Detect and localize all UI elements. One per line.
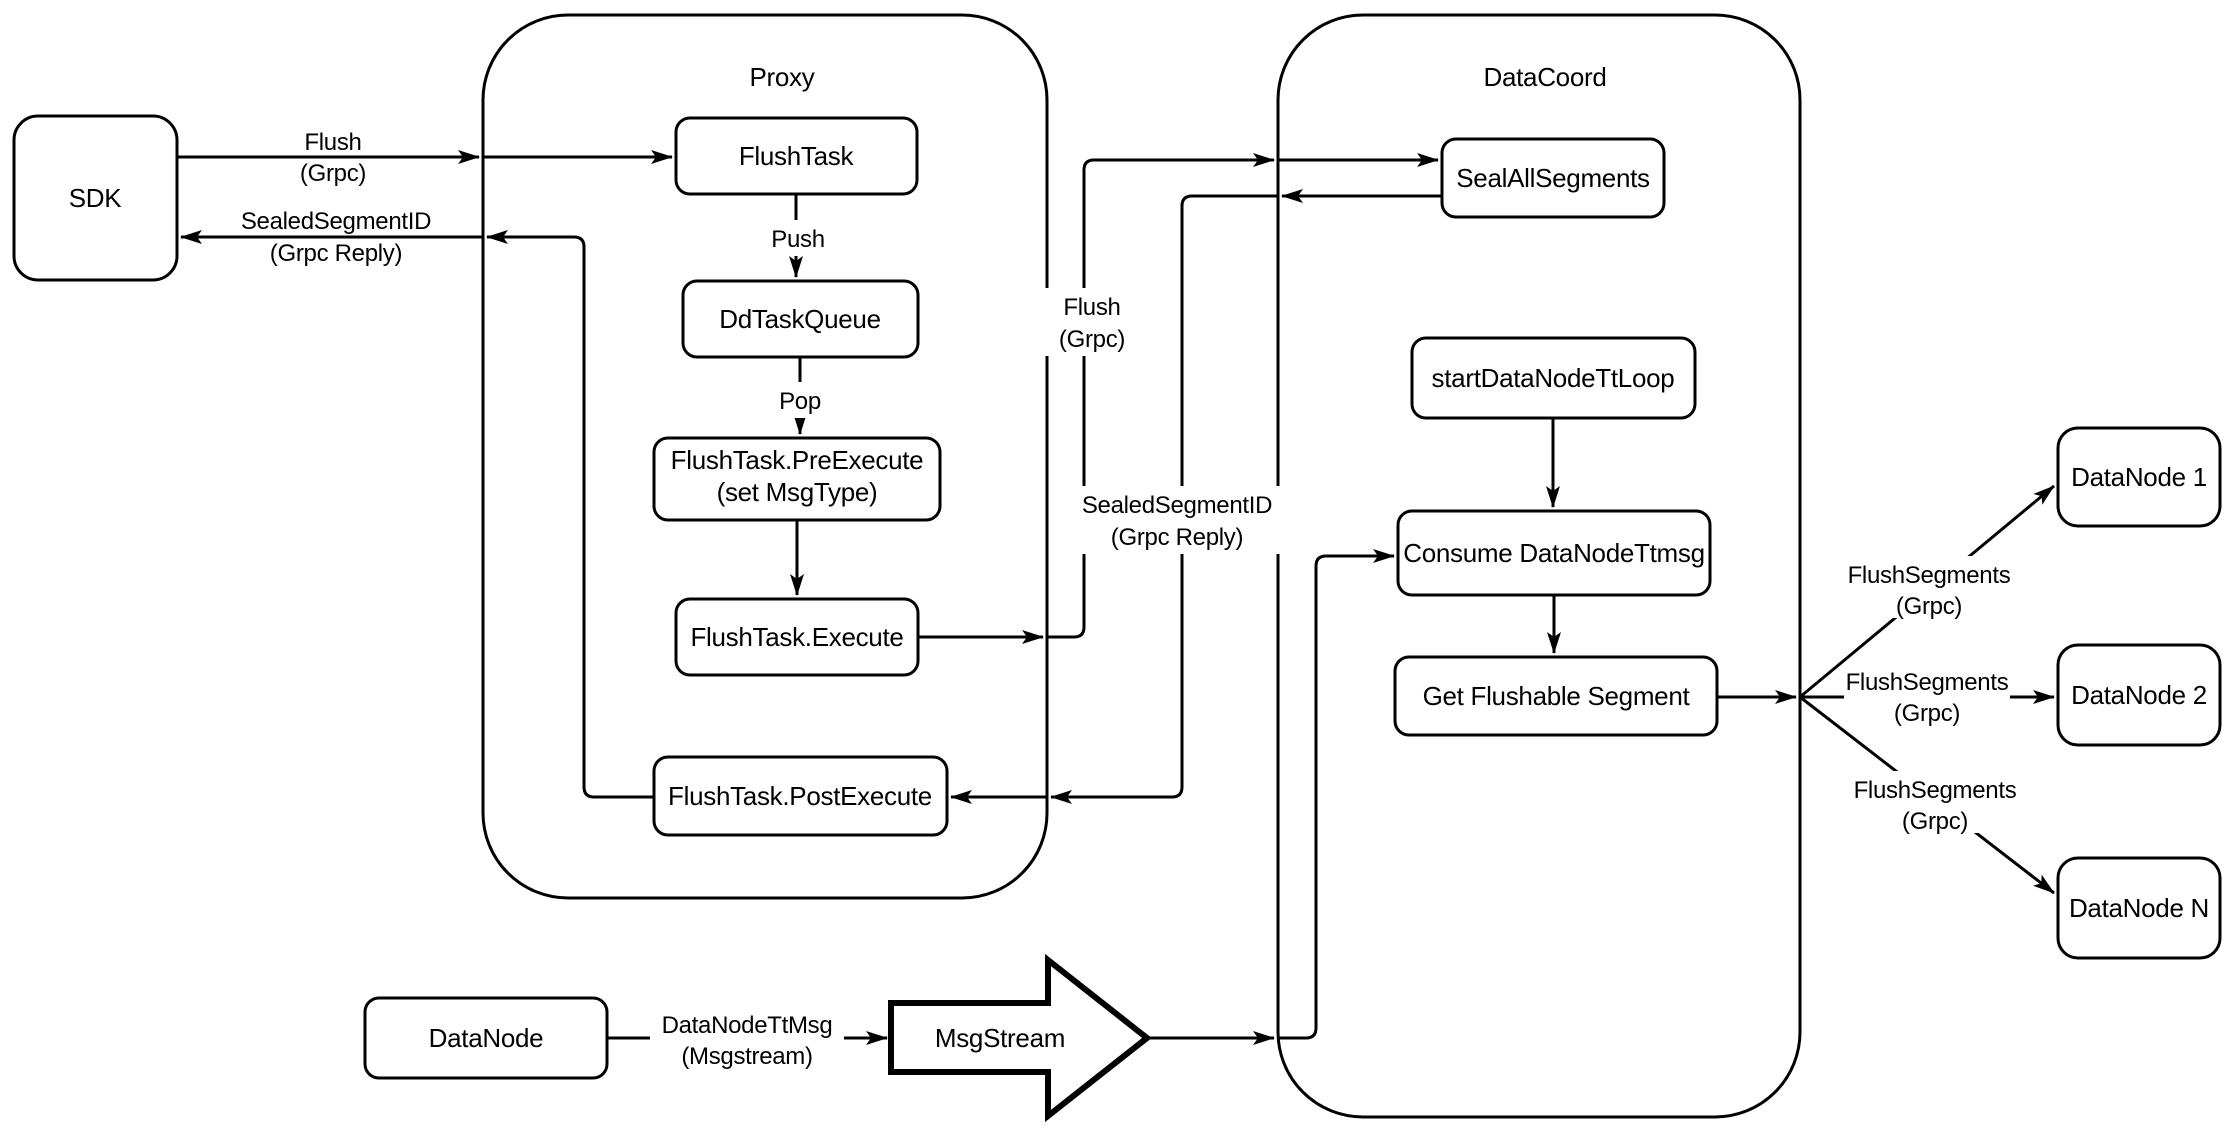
edge-label-datanodettmsg: DataNodeTtMsg (Msgstream) xyxy=(650,1006,844,1070)
edge-label-bg xyxy=(758,220,838,256)
edge-label-text: (Grpc Reply) xyxy=(1111,524,1243,551)
node-label: DataNode 2 xyxy=(2071,680,2207,710)
container-proxy: Proxy xyxy=(481,13,1049,900)
diagram-nodes: SDK FlushTask DdTaskQueue FlushTask.PreE… xyxy=(12,114,2222,1123)
edge-datacoord-to-consume xyxy=(1278,549,1395,1040)
msgstream-arrow-shape xyxy=(888,953,1152,1123)
node-flushtask: FlushTask xyxy=(674,116,919,196)
edge-label-text: (Grpc) xyxy=(300,160,366,187)
node-box xyxy=(674,597,920,677)
edge-label-sealedsegmentid-mid: SealedSegmentID (Grpc Reply) xyxy=(1072,486,1282,554)
node-datanode-2: DataNode 2 xyxy=(2056,643,2222,747)
edge-label-bg xyxy=(1852,771,2018,833)
edge-label-text: Flush xyxy=(1063,294,1120,321)
node-datanode-1: DataNode 1 xyxy=(2056,426,2222,528)
node-startdatanodettloop: startDataNodeTtLoop xyxy=(1410,336,1697,420)
node-label: FlushTask.PreExecute xyxy=(671,445,924,475)
edge-label-bg xyxy=(650,1006,844,1068)
node-label: Get Flushable Segment xyxy=(1423,681,1691,711)
node-flushtask-postexecute: FlushTask.PostExecute xyxy=(652,755,949,837)
node-flushtask-preexecute: FlushTask.PreExecute (set MsgType) xyxy=(652,436,942,522)
node-label: DdTaskQueue xyxy=(719,304,880,334)
node-consume-datanodettmsg: Consume DataNodeTtmsg xyxy=(1396,509,1712,597)
node-label: FlushTask xyxy=(739,141,855,171)
node-box xyxy=(12,114,179,282)
node-box xyxy=(1393,655,1719,737)
node-box xyxy=(674,116,919,196)
node-box xyxy=(652,755,949,837)
edge-label-text: FlushSegments xyxy=(1854,777,2017,804)
node-label: FlushTask.PostExecute xyxy=(668,781,932,811)
edge-label-flushsegments-3: FlushSegments (Grpc) xyxy=(1852,771,2018,835)
node-label: (set MsgType) xyxy=(717,477,878,507)
edge-label-text: SealedSegmentID xyxy=(241,208,431,235)
edge-label-text: Pop xyxy=(779,388,821,415)
node-datanode-n: DataNode N xyxy=(2056,856,2222,960)
edge-label-text: Flush xyxy=(304,129,361,156)
node-box xyxy=(2056,426,2222,528)
edge-label-text: (Grpc) xyxy=(1896,593,1962,620)
node-label: SealAllSegments xyxy=(1456,163,1650,193)
edge-postexecute-to-proxy-edge xyxy=(486,230,654,799)
edge-label-text: FlushSegments xyxy=(1846,669,2009,696)
edge-label-sealedsegmentid-sdk: SealedSegmentID (Grpc Reply) xyxy=(241,208,432,267)
node-box xyxy=(2056,856,2222,960)
node-label: startDataNodeTtLoop xyxy=(1432,363,1675,393)
edge-label-text: Push xyxy=(771,226,825,253)
edge-label-text: (Msgstream) xyxy=(681,1043,812,1070)
node-label: DataNode N xyxy=(2069,893,2209,923)
proxy-container-box xyxy=(481,13,1049,900)
edge-label-pop: Pop xyxy=(764,382,836,418)
edge-label-text: (Grpc) xyxy=(1894,700,1960,727)
node-get-flushable-segment: Get Flushable Segment xyxy=(1393,655,1719,737)
edge-label-bg xyxy=(1844,663,2010,725)
edge-label-text: (Grpc Reply) xyxy=(270,240,402,267)
node-ddtaskqueue: DdTaskQueue xyxy=(681,279,920,359)
edge-label-text: DataNodeTtMsg xyxy=(662,1012,833,1039)
node-label: MsgStream xyxy=(935,1023,1065,1053)
node-sdk: SDK xyxy=(12,114,179,282)
node-sealallsegments: SealAllSegments xyxy=(1440,137,1666,219)
node-box xyxy=(363,996,609,1080)
node-box xyxy=(681,279,920,359)
node-msgstream-block-arrow: MsgStream xyxy=(888,953,1152,1123)
edge-label-flushsegments-2: FlushSegments (Grpc) xyxy=(1844,663,2010,727)
node-label: DataNode xyxy=(429,1023,544,1053)
datacoord-container-title: DataCoord xyxy=(1483,62,1606,92)
edge-label-bg xyxy=(1846,556,2012,618)
edge-label-flush-grpc-sdk: Flush (Grpc) xyxy=(300,129,367,187)
edge-label-bg xyxy=(764,382,836,418)
proxy-container-title: Proxy xyxy=(750,62,815,92)
node-box xyxy=(2056,643,2222,747)
edge-label-bg xyxy=(1072,486,1282,554)
edge-label-flush-grpc-mid: Flush (Grpc) xyxy=(1040,288,1144,356)
node-box xyxy=(1396,509,1712,597)
datacoord-container-box xyxy=(1276,13,1802,1119)
edge-proxy-to-datacoord-flush xyxy=(1047,153,1275,639)
node-label: DataNode 1 xyxy=(2071,462,2207,492)
node-box xyxy=(1410,336,1697,420)
node-flushtask-execute: FlushTask.Execute xyxy=(674,597,920,677)
diagram-edge-labels: Flush (Grpc) SealedSegmentID (Grpc Reply… xyxy=(241,129,2018,1070)
node-box xyxy=(652,436,942,522)
edge-label-text: SealedSegmentID xyxy=(1082,492,1272,519)
edge-label-flushsegments-1: FlushSegments (Grpc) xyxy=(1846,556,2012,620)
node-label: FlushTask.Execute xyxy=(690,622,903,652)
node-box xyxy=(1440,137,1666,219)
edge-label-text: (Grpc) xyxy=(1059,326,1125,353)
edge-label-text: (Grpc) xyxy=(1902,808,1968,835)
node-label: Consume DataNodeTtmsg xyxy=(1403,538,1705,568)
node-label: SDK xyxy=(69,183,123,213)
edge-label-bg xyxy=(1040,288,1144,356)
node-datanode: DataNode xyxy=(363,996,609,1080)
container-datacoord: DataCoord xyxy=(1276,13,1802,1119)
edge-label-text: FlushSegments xyxy=(1848,562,2011,589)
edge-label-push: Push xyxy=(758,220,838,256)
